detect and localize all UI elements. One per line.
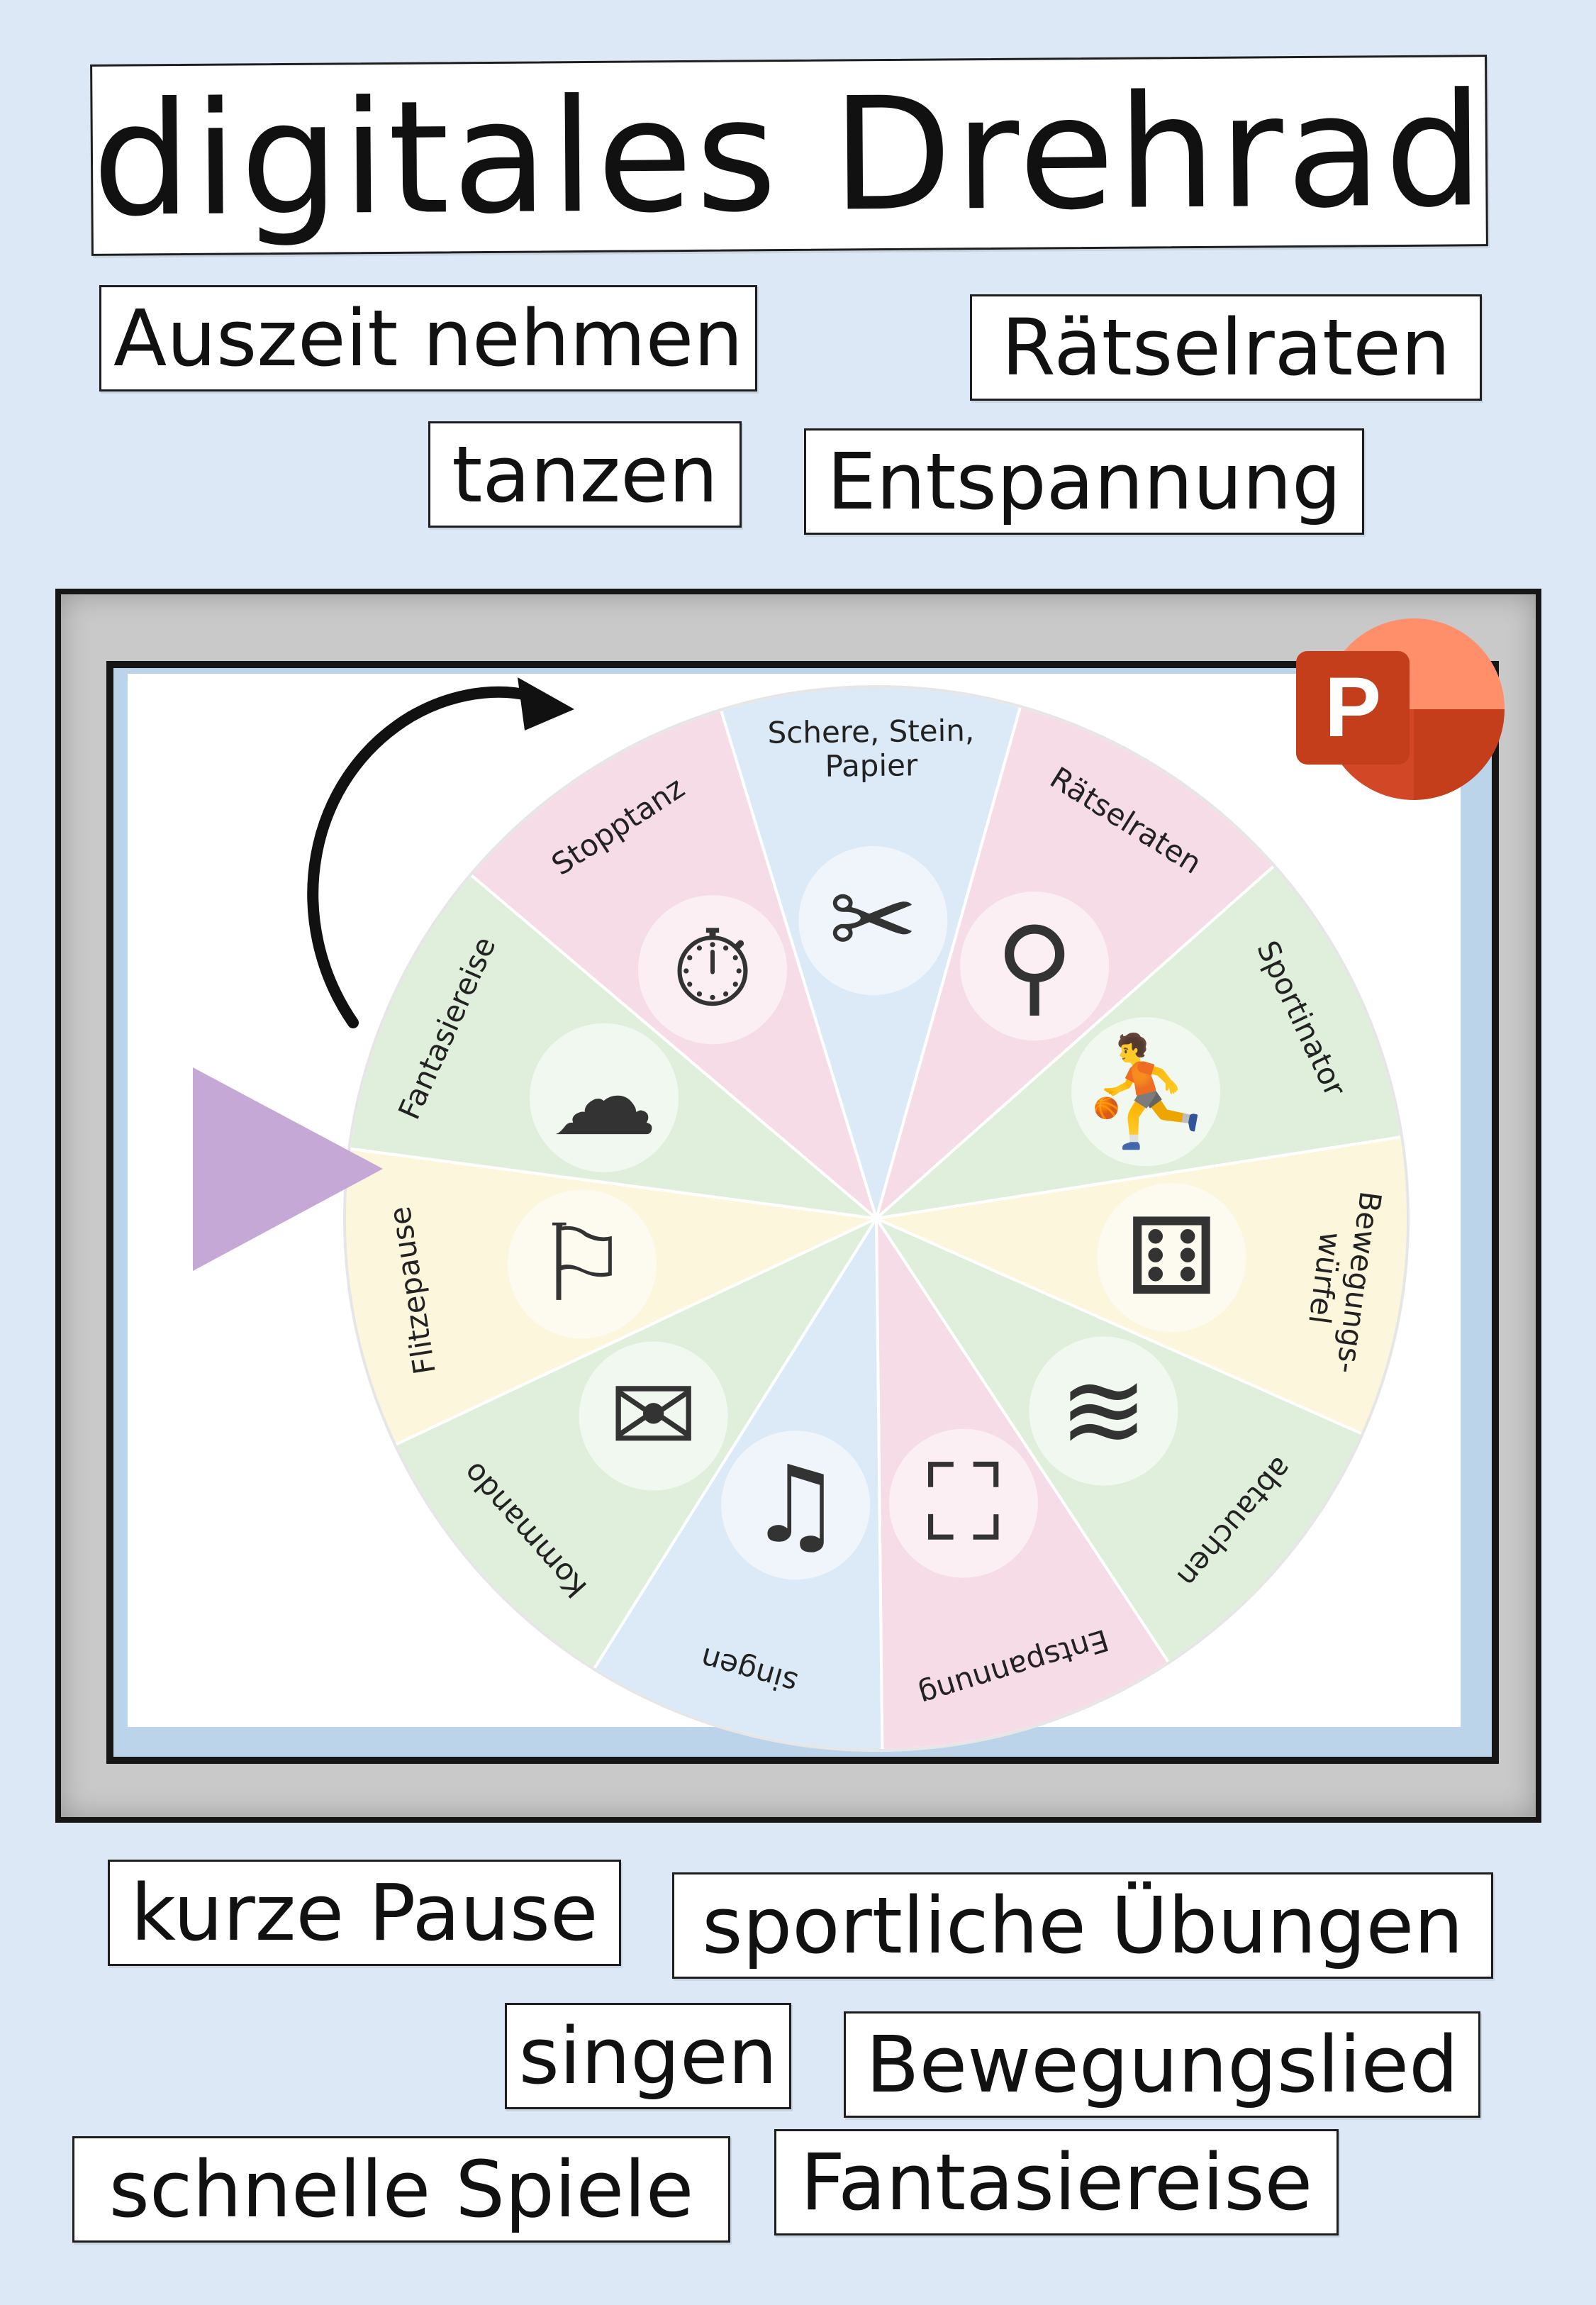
wheel-icon-backdrop [798, 846, 948, 996]
athletes-icon: ⛹ [1080, 1028, 1212, 1153]
tag-raetselraten: Rätselraten [970, 294, 1482, 401]
tag-entspannung: Entspannung [804, 428, 1364, 535]
wheel-icon-backdrop [888, 1428, 1038, 1578]
tag-kurze-pause: kurze Pause [108, 1860, 621, 1966]
tag-tanzen: tanzen [428, 421, 742, 528]
tag-auszeit-nehmen: Auszeit nehmen [99, 285, 757, 391]
wheel-icon-backdrop [579, 1341, 728, 1491]
powerpoint-logo-icon: P [1296, 618, 1505, 800]
wheel-icon-backdrop [638, 895, 788, 1045]
wheel-icon-backdrop [530, 1023, 679, 1172]
armchair-icon: ⛶ [926, 1442, 1000, 1565]
diving-splash-icon: ≋ [1059, 1349, 1149, 1472]
stopwatch-music-icon: ⏱ [671, 908, 754, 1031]
magnifier-icon: ⚲ [995, 904, 1073, 1028]
wheel-icon-backdrop [721, 1431, 871, 1580]
dice-icon: ⚅ [1125, 1196, 1217, 1319]
spin-arrow-icon[interactable] [307, 677, 574, 1028]
tag-fantasiereise: Fantasiereise [774, 2129, 1339, 2235]
wheel-icon-backdrop [507, 1189, 657, 1339]
wheel-icon-backdrop [960, 892, 1110, 1041]
tag-bewegungslied: Bewegungslied [844, 2011, 1480, 2118]
wheel-icon-backdrop [1071, 1017, 1221, 1167]
tag-sportliche-uebungen: sportliche Übungen [672, 1872, 1493, 1979]
wheel-segment-label: Schere, Stein,Papier [767, 713, 975, 784]
music-notes-icon: ♫ [748, 1443, 843, 1567]
ppt-badge-letter: P [1324, 660, 1381, 755]
wheel-icon-backdrop [1097, 1183, 1246, 1333]
tag-schnelle-spiele: schnelle Spiele [72, 2136, 730, 2243]
tag-singen: singen [505, 2003, 791, 2109]
palm-island-cloud-icon: ☁ [551, 1036, 657, 1160]
speech-bubble-uk-flag-icon: ✉ [609, 1355, 698, 1478]
whistle-icon: ⚐ [535, 1202, 630, 1326]
wheel-rim [343, 685, 1410, 1752]
wheel-icon-backdrop [1029, 1336, 1178, 1486]
scissors-paper-rock-icon: ✂ [828, 859, 917, 982]
wheel-pointer [193, 1067, 383, 1271]
